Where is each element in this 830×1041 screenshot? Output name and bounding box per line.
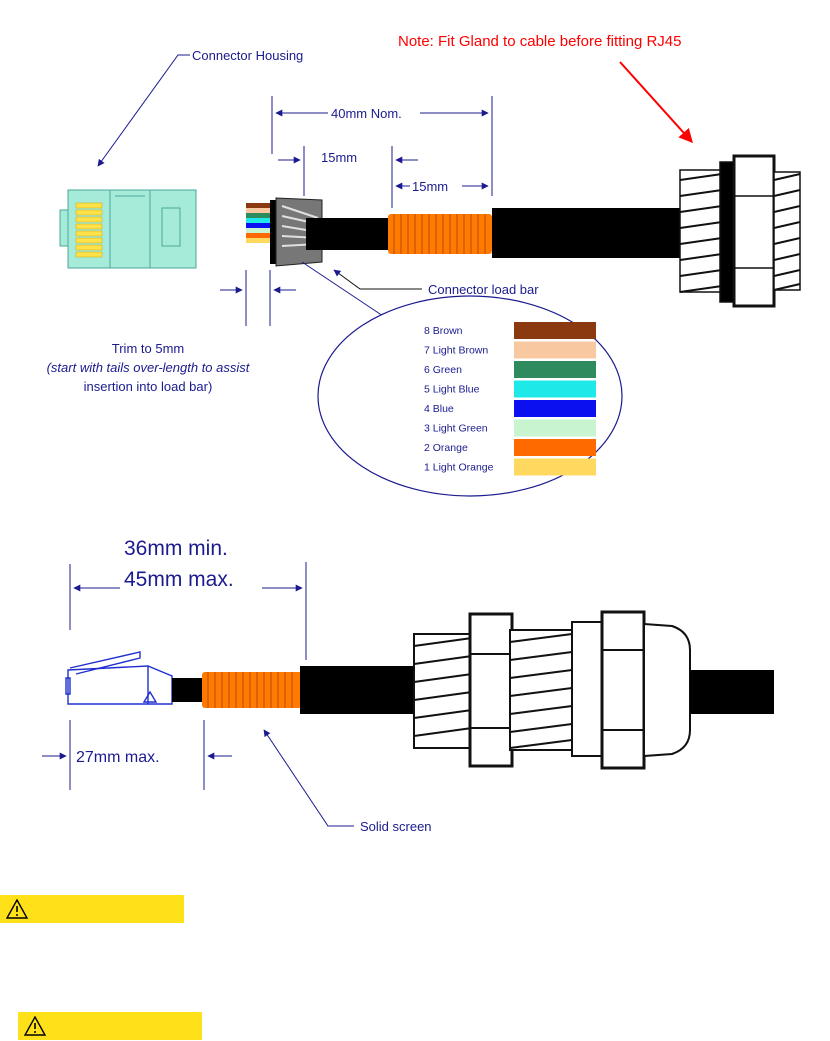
legend-label-8: 8 Brown <box>424 325 463 337</box>
warning-icon <box>6 899 28 919</box>
legend-swatch-5 <box>514 380 596 398</box>
label-dim-15mm-a: 15mm <box>321 150 357 165</box>
label-solid-screen: Solid screen <box>360 819 432 834</box>
cable-inner <box>306 218 390 250</box>
label-connector-housing: Connector Housing <box>192 48 303 63</box>
label-dim-40mm: 40mm Nom. <box>331 106 402 121</box>
cable-gland-bottom <box>413 610 691 770</box>
label-dim-15mm-b: 15mm <box>412 179 448 194</box>
wire-colour-legend: 8 Brown 7 Light Brown 6 Green 5 Light Blue 4… <box>301 261 623 497</box>
warning-icon <box>24 1016 46 1036</box>
label-trim-title: Trim to 5mm <box>112 341 184 356</box>
contact-pins <box>75 202 103 258</box>
label-note: Note: Fit Gland to cable before fitting … <box>398 33 681 50</box>
legend-swatch-6 <box>514 361 596 378</box>
screen-braid-bottom <box>202 672 302 708</box>
legend-swatch-1 <box>514 458 596 476</box>
legend-label-5: 5 Light Blue <box>424 384 480 396</box>
label-dim-45mm: 45mm max. <box>124 568 234 591</box>
warning-banner-2 <box>18 1012 202 1040</box>
screen-braid <box>388 214 492 254</box>
label-trim-note-1: (start with tails over-length to assist <box>47 360 251 375</box>
cable-outer-bottom <box>300 666 416 714</box>
rj45-plug <box>65 651 173 705</box>
wire-tails <box>246 200 276 264</box>
label-dim-36mm: 36mm min. <box>124 537 228 560</box>
label-connector-load-bar: Connector load bar <box>428 282 539 297</box>
legend-label-4: 4 Blue <box>424 403 454 415</box>
legend-label-2: 2 Orange <box>424 442 468 454</box>
legend-swatch-2 <box>514 439 596 456</box>
legend-label-7: 7 Light Brown <box>424 345 488 357</box>
connector-housing <box>59 189 197 269</box>
cable-outer <box>492 208 682 258</box>
legend-swatch-7 <box>514 341 596 359</box>
legend-swatch-4 <box>514 400 596 417</box>
legend-label-3: 3 Light Green <box>424 423 488 435</box>
label-trim-note-2: insertion into load bar) <box>84 379 213 394</box>
warning-banner-1 <box>0 895 184 923</box>
legend-swatch-8 <box>514 322 596 339</box>
legend-label-6: 6 Green <box>424 364 462 376</box>
cable-gland-top <box>679 154 801 308</box>
cable-tail-bottom <box>690 670 774 714</box>
legend-swatch-3 <box>514 419 596 437</box>
cable-inner-bottom <box>172 678 204 702</box>
legend-label-1: 1 Light Orange <box>424 462 494 474</box>
label-dim-27mm: 27mm max. <box>76 749 160 766</box>
